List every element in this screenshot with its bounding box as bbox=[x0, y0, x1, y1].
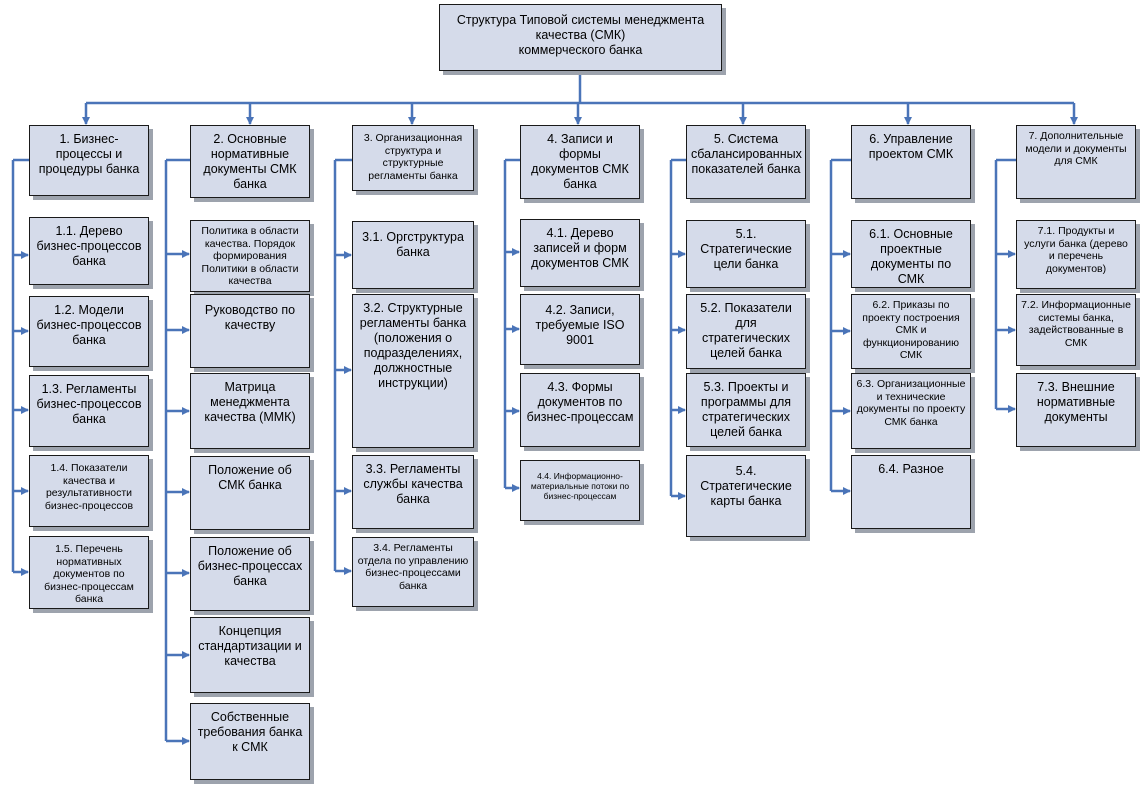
col3-item4: 3.4. Регламенты отдела по управлению биз… bbox=[352, 537, 474, 607]
col5-item1: 5.1. Стратегические цели банка bbox=[686, 220, 806, 288]
col4-item2: 4.2. Записи, требуемые ISO 9001 bbox=[520, 294, 640, 365]
root-node: Структура Типовой системы менеджмента ка… bbox=[439, 4, 722, 71]
col5-header: 5. Система сбалансированных показателей … bbox=[686, 125, 806, 199]
col1-header: 1. Бизнес-процессы и процедуры банка bbox=[29, 125, 149, 196]
col2-item3: Матрица менеджмента качества (ММК) bbox=[190, 373, 310, 449]
col1-item4: 1.4. Показатели качества и результативно… bbox=[29, 455, 149, 527]
col3-item2: 3.2. Структурные регламенты банка (полож… bbox=[352, 294, 474, 448]
col5-item2: 5.2. Показатели для стратегических целей… bbox=[686, 294, 806, 369]
col1-item5: 1.5. Перечень нормативных документов по … bbox=[29, 536, 149, 609]
col7-item1: 7.1. Продукты и услуги банка (дерево и п… bbox=[1016, 220, 1136, 289]
col2-item1: Политика в области качества. Порядок фор… bbox=[190, 220, 310, 292]
col7-item2: 7.2. Информационные системы банка, задей… bbox=[1016, 294, 1136, 366]
col6-item1: 6.1. Основные проектные документы по СМК bbox=[851, 220, 971, 288]
col6-item4: 6.4. Разное bbox=[851, 455, 971, 529]
col5-item3: 5.3. Проекты и программы для стратегичес… bbox=[686, 373, 806, 447]
col2-item6: Концепция стандартизации и качества bbox=[190, 617, 310, 693]
col1-item1: 1.1. Дерево бизнес-процессов банка bbox=[29, 217, 149, 285]
col5-item4: 5.4. Стратегические карты банка bbox=[686, 455, 806, 537]
col4-item4: 4.4. Информационно-материальные потоки п… bbox=[520, 460, 640, 521]
col3-header: 3. Организационная структура и структурн… bbox=[352, 125, 474, 191]
col2-item7: Собственные требования банка к СМК bbox=[190, 703, 310, 780]
col2-item4: Положение об СМК банка bbox=[190, 456, 310, 530]
col4-item1: 4.1. Дерево записей и форм документов СМ… bbox=[520, 219, 640, 287]
col4-item3: 4.3. Формы документов по бизнес-процесса… bbox=[520, 373, 640, 447]
col4-header: 4. Записи и формы документов СМК банка bbox=[520, 125, 640, 199]
col2-item2: Руководство по качеству bbox=[190, 294, 310, 368]
col7-header: 7. Дополнительные модели и документы для… bbox=[1016, 125, 1136, 199]
col6-header: 6. Управление проектом СМК bbox=[851, 125, 971, 199]
col1-item2: 1.2. Модели бизнес-процессов банка bbox=[29, 296, 149, 367]
col2-item5: Положение об бизнес-процессах банка bbox=[190, 537, 310, 611]
col1-item3: 1.3. Регламенты бизнес-процессов банка bbox=[29, 375, 149, 447]
col7-item3: 7.3. Внешние нормативные документы bbox=[1016, 373, 1136, 447]
col2-header: 2. Основные нормативные документы СМК ба… bbox=[190, 125, 310, 198]
col6-item3: 6.3. Организационные и технические докум… bbox=[851, 373, 971, 449]
col3-item1: 3.1. Оргструктура банка bbox=[352, 221, 474, 289]
col6-item2: 6.2. Приказы по проекту построения СМК и… bbox=[851, 294, 971, 369]
col3-item3: 3.3. Регламенты службы качества банка bbox=[352, 455, 474, 529]
